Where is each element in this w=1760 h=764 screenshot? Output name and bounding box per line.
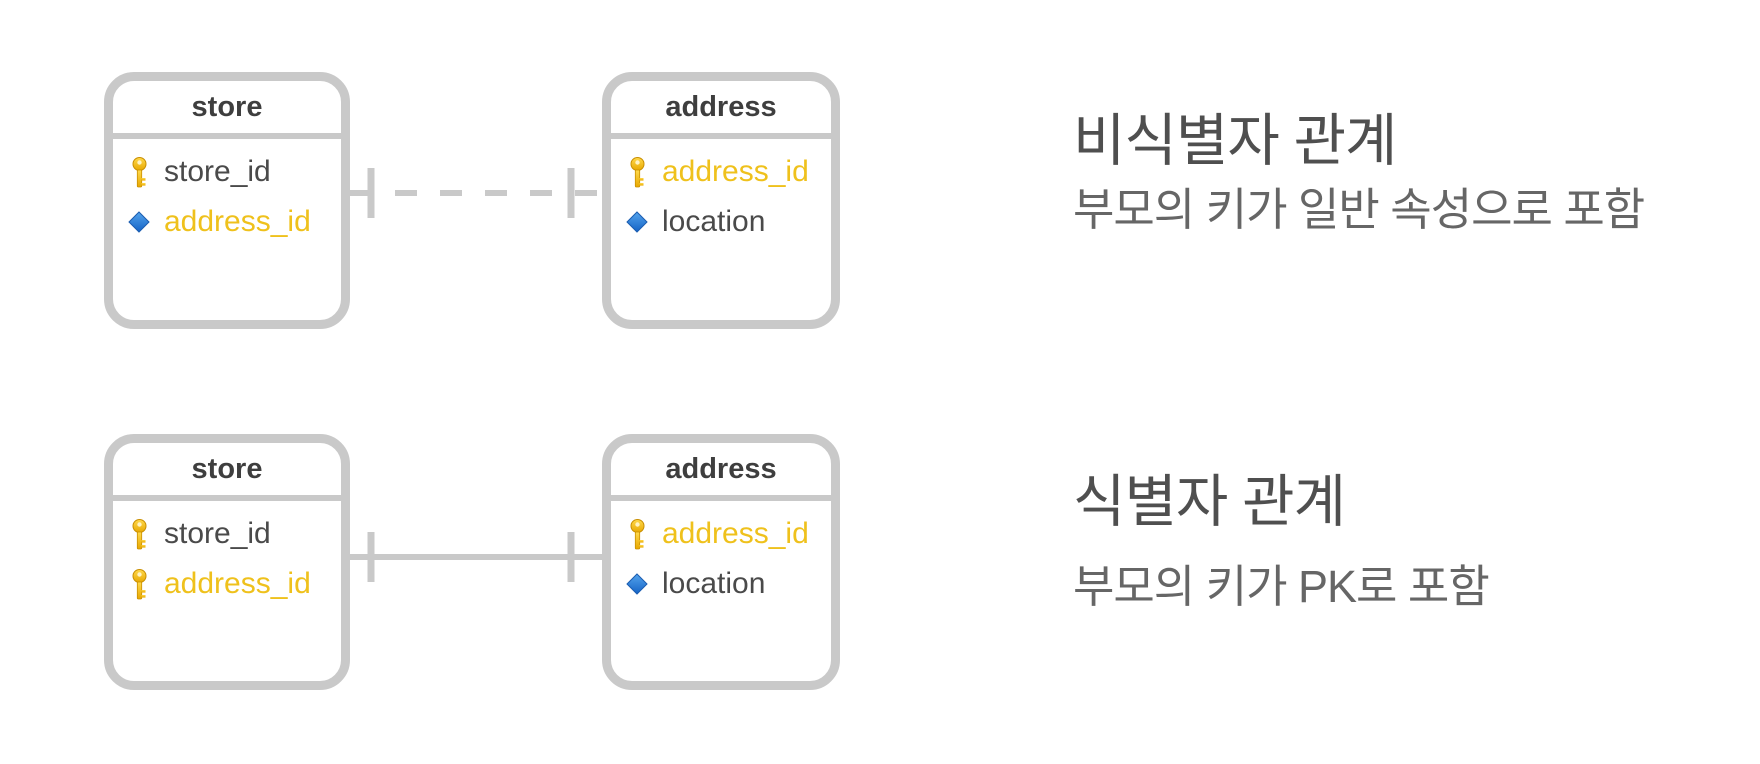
column-name: store_id [164,517,271,550]
table-rows: address_id location [611,139,831,247]
table-title: store [113,81,341,139]
connector-dashed [350,168,602,218]
key-icon [127,156,151,188]
table-row: address_id [611,147,831,197]
table-address-nonidentifying: address address_id [602,72,840,329]
table-row: location [611,197,831,247]
column-name: address_id [662,155,809,188]
caption-description: 부모의 키가 일반 속성으로 포함 [1073,184,1645,236]
table-title: address [611,443,831,501]
table-row: address_id [113,197,341,247]
caption-heading: 비식별자 관계 [1073,109,1397,173]
caption-heading: 식별자 관계 [1073,470,1346,534]
table-row: address_id [611,509,831,559]
key-icon [127,518,151,550]
diamond-icon [127,211,151,233]
table-row: store_id [113,147,341,197]
diamond-icon [625,573,649,595]
column-name: address_id [164,567,311,600]
table-row: address_id [113,559,341,609]
table-rows: store_id address_id [113,501,341,609]
table-row: store_id [113,509,341,559]
column-name: location [662,567,766,600]
column-name: address_id [164,205,311,238]
column-name: store_id [164,155,271,188]
key-icon [127,568,151,600]
caption-nonidentifying: 비식별자 관계 부모의 키가 일반 속성으로 포함 [1073,106,1645,240]
diamond-icon [625,211,649,233]
caption-description: 부모의 키가 PK로 포함 [1073,561,1490,613]
table-store-identifying: store store_id [104,434,350,690]
caption-identifying: 식별자 관계 부모의 키가 PK로 포함 [1073,467,1490,617]
table-rows: address_id location [611,501,831,609]
table-title: address [611,81,831,139]
table-address-identifying: address address_id [602,434,840,690]
key-icon [625,156,649,188]
table-title: store [113,443,341,501]
key-icon [625,518,649,550]
table-rows: store_id address_id [113,139,341,247]
connector-solid [350,532,602,582]
table-store-nonidentifying: store store_id [104,72,350,329]
table-row: location [611,559,831,609]
column-name: location [662,205,766,238]
column-name: address_id [662,517,809,550]
